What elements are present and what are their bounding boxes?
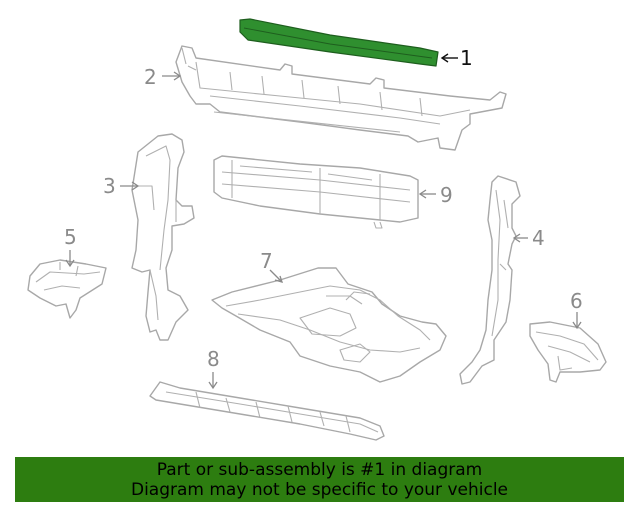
callout-8: 8 (207, 347, 220, 390)
callout-label-2: 2 (144, 65, 157, 89)
callout-label-4: 4 (532, 226, 545, 250)
banner-line-2: Diagram may not be specific to your vehi… (130, 480, 508, 500)
callout-label-7: 7 (260, 249, 273, 273)
part-9-air-shutter[interactable] (213, 155, 419, 229)
part-1-upper-bar[interactable] (239, 18, 439, 67)
info-banner: Part or sub-assembly is #1 in diagram Di… (15, 457, 624, 502)
callout-7: 7 (260, 249, 284, 283)
callout-1: 1 (440, 46, 473, 70)
callout-label-1: 1 (460, 46, 473, 70)
part-5-left-bracket[interactable] (27, 259, 107, 319)
callout-5: 5 (64, 225, 77, 268)
banner-line-1: Part or sub-assembly is #1 in diagram (156, 460, 483, 480)
callout-3: 3 (103, 174, 140, 198)
callout-label-3: 3 (103, 174, 116, 198)
callout-label-5: 5 (64, 225, 77, 249)
callout-9: 9 (418, 183, 453, 207)
part-3-left-side-panel[interactable] (131, 133, 195, 341)
callout-6: 6 (570, 289, 583, 330)
part-7-splash-shield[interactable] (211, 267, 447, 383)
part-8-lower-deflector[interactable] (149, 381, 385, 441)
callout-label-9: 9 (440, 183, 453, 207)
callout-4: 4 (512, 226, 545, 250)
callout-label-6: 6 (570, 289, 583, 313)
callout-label-8: 8 (207, 347, 220, 371)
part-6-right-bracket[interactable] (529, 321, 607, 383)
part-2-upper-support[interactable] (175, 45, 507, 151)
part-4-right-side-panel[interactable] (459, 175, 521, 385)
callout-2: 2 (144, 65, 182, 89)
